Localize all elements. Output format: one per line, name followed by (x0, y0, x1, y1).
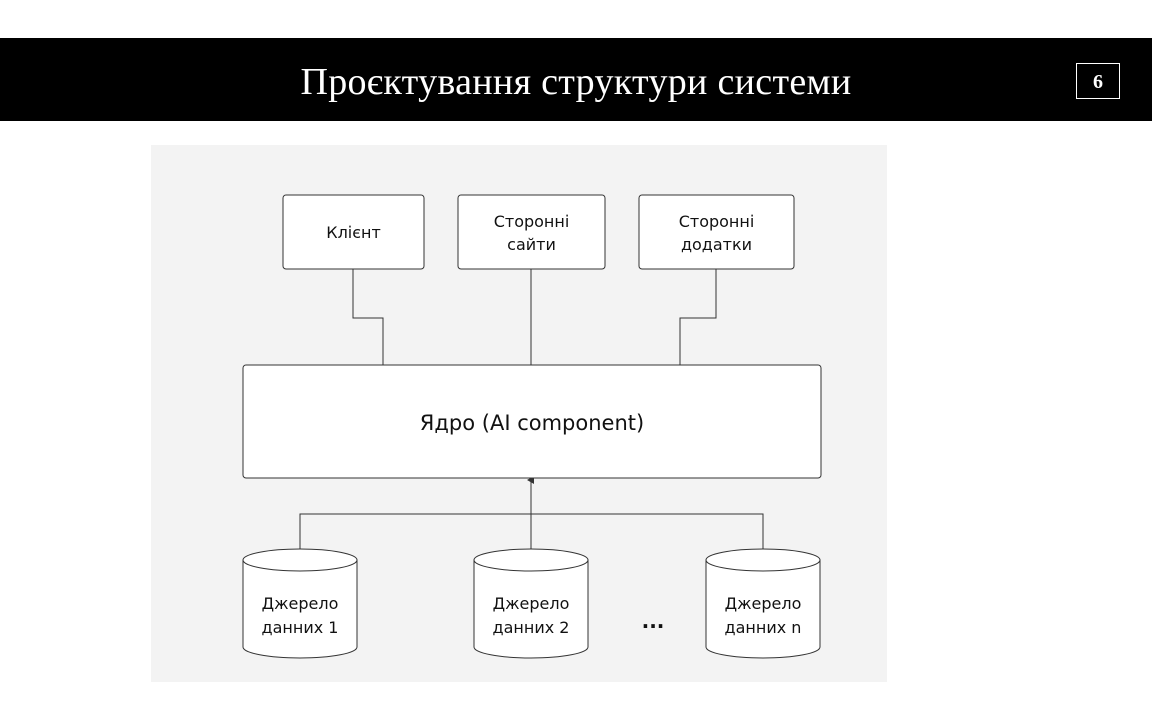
consumer-sites-label-2: сайти (507, 235, 556, 254)
consumer-apps-label-2: додатки (681, 235, 752, 254)
consumer-connectors (352, 269, 717, 365)
core-label: Ядро (AI component) (420, 411, 644, 435)
source-2-label-1: Джерело (493, 594, 570, 613)
source-1-label-1: Джерело (262, 594, 339, 613)
consumer-apps-label-1: Сторонні (679, 212, 755, 231)
connector-client-core (352, 269, 384, 365)
data-source-n: Джерело данних n (705, 548, 821, 659)
source-1-label-2: данних 1 (262, 618, 339, 637)
consumer-box-apps: Сторонні додатки (638, 194, 795, 270)
data-source-2: Джерело данних 2 (473, 548, 589, 659)
ellipsis-more-sources: ... (642, 609, 665, 633)
connector-apps-core (679, 269, 717, 365)
core-box: Ядро (AI component) (242, 364, 822, 479)
consumer-client-label: Клієнт (326, 223, 381, 242)
data-source-1: Джерело данних 1 (242, 548, 358, 659)
source-n-label-2: данних n (725, 618, 802, 637)
source-connectors (299, 476, 764, 549)
slide-header: Проєктування структури системи 6 (0, 38, 1152, 121)
slide-title: Проєктування структури системи (300, 61, 852, 103)
consumer-box-sites: Сторонні сайти (457, 194, 606, 270)
consumer-sites-label-1: Сторонні (494, 212, 570, 231)
source-2-label-2: данних 2 (493, 618, 570, 637)
consumer-box-client: Клієнт (282, 194, 425, 270)
page-number: 6 (1076, 63, 1120, 99)
source-n-label-1: Джерело (725, 594, 802, 613)
